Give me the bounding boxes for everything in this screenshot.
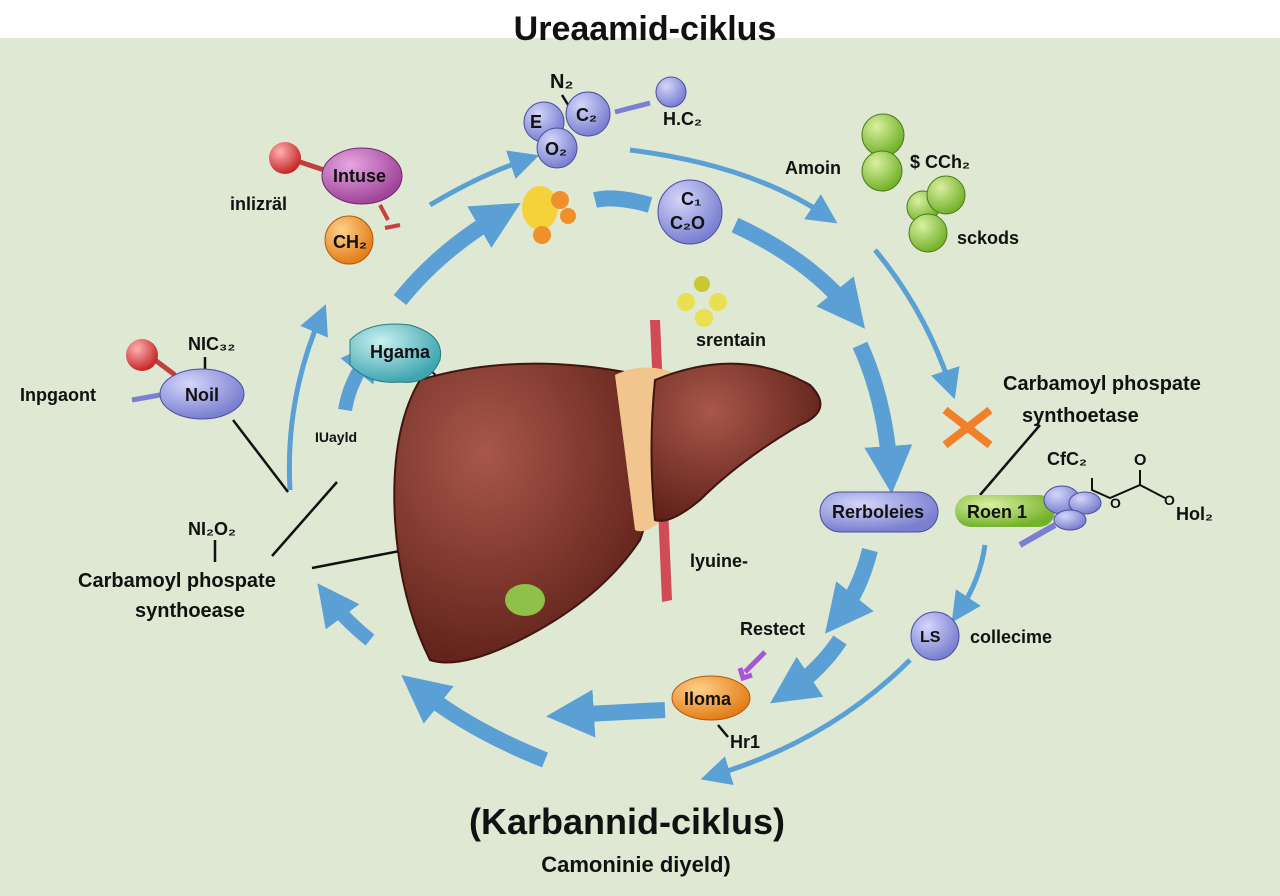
node-roen1	[955, 495, 1055, 527]
arrow-top-mid	[593, 190, 653, 213]
enzyme-orange-icon	[942, 406, 993, 449]
arrow-thin-left	[286, 304, 328, 491]
label-hol2: Hol₂	[1176, 504, 1213, 524]
node-rerboleies	[819, 491, 939, 533]
molecule-blue-cluster	[1018, 470, 1166, 548]
label-sckods: sckods	[957, 228, 1019, 248]
arrow-right-lower	[825, 547, 878, 634]
label-noil: Noil	[185, 385, 219, 405]
arrow-left-up	[317, 583, 375, 646]
arrow-bottom-left	[401, 675, 548, 768]
label-inlizral: inlizräl	[230, 194, 287, 214]
arrow-right-down	[852, 341, 913, 494]
molecule-intuse	[269, 142, 403, 265]
liver-right-lobe	[650, 362, 822, 522]
label-iloma: Iloma	[684, 689, 732, 709]
label-inpgaont: Inpgaont	[20, 385, 96, 405]
label-n2: N₂	[550, 71, 573, 93]
label-collecime: collecime	[970, 627, 1052, 647]
label-restect: Restect	[740, 619, 805, 639]
label-rerboleies: Rerboleies	[832, 502, 924, 522]
label-o-top: O	[1134, 452, 1146, 469]
label-hc2: H.C₂	[663, 109, 702, 129]
arrow-thin-topright	[629, 147, 838, 224]
label-srentain: srentain	[696, 330, 766, 350]
arrow-bottom-mid	[546, 689, 666, 738]
label-hgama: Hgama	[370, 342, 431, 362]
label-roen1: Roen 1	[967, 502, 1027, 522]
arrow-thin-bottom	[700, 658, 912, 785]
label-c1: C₁	[681, 189, 701, 209]
label-o2: O₂	[545, 139, 567, 159]
arrow-thin-right	[873, 248, 960, 400]
gallbladder	[505, 584, 545, 616]
liver-illustration	[393, 320, 822, 664]
label-ni2o2: NI₂O₂	[188, 519, 236, 539]
label-ls: LS	[920, 629, 941, 646]
footer-title: (Karbannid-ciklus)	[469, 801, 785, 842]
molecule-noil	[126, 339, 245, 420]
label-c2o: C₂O	[670, 213, 705, 233]
label-lyuine: lyuine-	[690, 551, 748, 571]
label-nic32: NIC₃₂	[188, 334, 235, 354]
footer-subtitle: Camoninie diyeld)	[541, 852, 730, 877]
molecule-c1-c2o	[657, 179, 723, 245]
label-cps-left-1: Carbamoyl phospate	[78, 570, 276, 592]
arrow-thick-top	[393, 202, 521, 305]
label-hr1: Hr1	[730, 732, 760, 752]
top-band	[0, 0, 1280, 38]
liver-left-lobe	[393, 362, 654, 664]
label-o-mid: O	[1110, 495, 1121, 511]
label-amoin: Amoin	[785, 158, 841, 178]
label-cps-right-1: Carbamoyl phospate	[1003, 373, 1201, 395]
label-e: E	[530, 112, 542, 132]
molecule-srentain	[677, 276, 727, 327]
label-o-right: O	[1164, 492, 1175, 508]
arrow-thin-roen	[951, 544, 988, 623]
molecule-hgama	[349, 323, 442, 383]
label-intuse: Intuse	[333, 166, 386, 186]
label-c2: C₂	[576, 105, 597, 125]
molecule-e-o2-c2	[523, 76, 687, 169]
label-cfc2: CfC₂	[1047, 449, 1087, 469]
label-iuayld: IUayld	[315, 429, 357, 445]
leader-lines	[203, 94, 1041, 738]
arrow-top-right	[731, 217, 865, 329]
node-iloma	[671, 675, 751, 721]
molecule-green	[861, 113, 966, 253]
purple-arrow-icon	[737, 650, 767, 682]
label-cps-right-2: synthoetase	[1022, 405, 1139, 427]
arrow-thin-top	[428, 150, 540, 208]
node-ls	[910, 611, 960, 661]
page-title: Ureaamid-ciklus	[514, 10, 777, 48]
label-ch2: CH₂	[333, 232, 367, 252]
arrow-to-iloma	[770, 635, 847, 704]
label-cps-left-2: synthoease	[135, 600, 245, 622]
molecule-yellow-orange	[522, 186, 576, 244]
label-scch2: $ CCh₂	[910, 152, 970, 172]
